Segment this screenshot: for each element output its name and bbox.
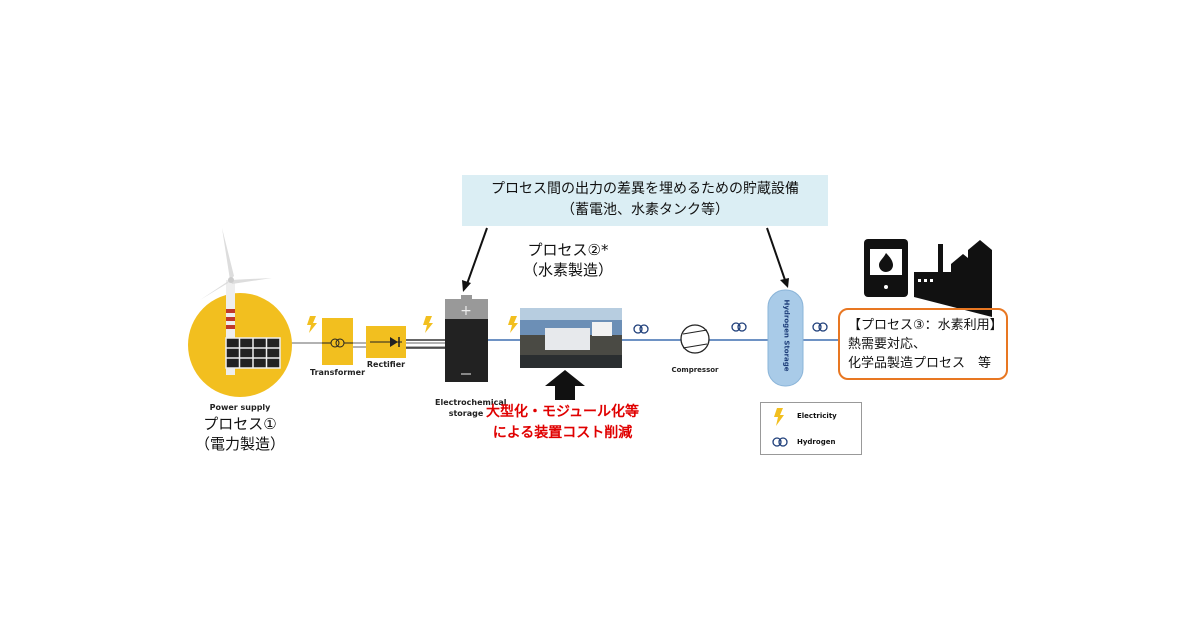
cost-reduction-line2: による装置コスト削減	[492, 425, 633, 441]
callout-arrow-left	[462, 227, 488, 292]
process2-label: プロセス②* （水素製造）	[518, 240, 618, 280]
cost-reduction-line1: 大型化・モジュール化等	[485, 404, 640, 420]
legend: Electricity Hydrogen	[760, 402, 862, 455]
hydrogen-storage-tank	[767, 289, 804, 387]
hydrogen-plant-photo	[520, 308, 622, 368]
hydrogen-storage-label: Hydrogen Storage	[782, 299, 791, 372]
transformer-label: Transformer	[310, 368, 366, 377]
legend-hydrogen-icon	[772, 437, 788, 447]
process1-title: プロセス①	[203, 415, 277, 433]
cost-reduction-note: 大型化・モジュール化等 による装置コスト削減	[470, 402, 655, 444]
end-use-icons	[864, 239, 992, 317]
electricity-bolt-icons	[307, 316, 518, 333]
power-supply-label: Power supply	[209, 403, 271, 412]
compressor-label: Compressor	[671, 366, 719, 374]
process2-subtitle: （水素製造）	[522, 261, 613, 279]
factory-icon	[914, 240, 992, 317]
storage-callout: プロセス間の出力の差異を埋めるための貯蔵設備 （蓄電池、水素タンク等）	[462, 175, 828, 226]
storage-callout-line2: （蓄電池、水素タンク等）	[561, 202, 729, 218]
battery-label: Electrochemical storage	[435, 398, 507, 418]
process3-line1: 【プロセス③：水素利用】	[848, 318, 1003, 333]
legend-electricity: Electricity	[797, 412, 837, 420]
process1-label: プロセス① （電力製造）	[170, 414, 310, 454]
storage-callout-line1: プロセス間の出力の差異を埋めるための貯蔵設備	[491, 181, 799, 197]
rectifier-icon	[366, 326, 406, 358]
svg-text:+: +	[460, 303, 472, 319]
legend-electricity-icon	[774, 408, 784, 426]
process3-box: 【プロセス③：水素利用】 熱需要対応、 化学品製造プロセス 等	[838, 308, 1008, 380]
process3-line3: 化学品製造プロセス 等	[848, 356, 992, 371]
process3-line2: 熱需要対応、	[848, 337, 927, 352]
legend-hydrogen: Hydrogen	[797, 438, 836, 446]
callout-arrow-right	[766, 227, 789, 288]
rectifier-label: Rectifier	[366, 360, 406, 369]
process2-title: プロセス②*	[527, 241, 609, 259]
process1-subtitle: （電力製造）	[194, 435, 285, 453]
battery-icon: +	[445, 295, 488, 382]
compressor-icon	[680, 324, 710, 354]
power-supply-icon	[188, 228, 292, 397]
up-arrow-icon	[545, 370, 585, 400]
transformer-icon	[322, 318, 353, 365]
hydrogen-symbol-icons	[633, 322, 828, 334]
